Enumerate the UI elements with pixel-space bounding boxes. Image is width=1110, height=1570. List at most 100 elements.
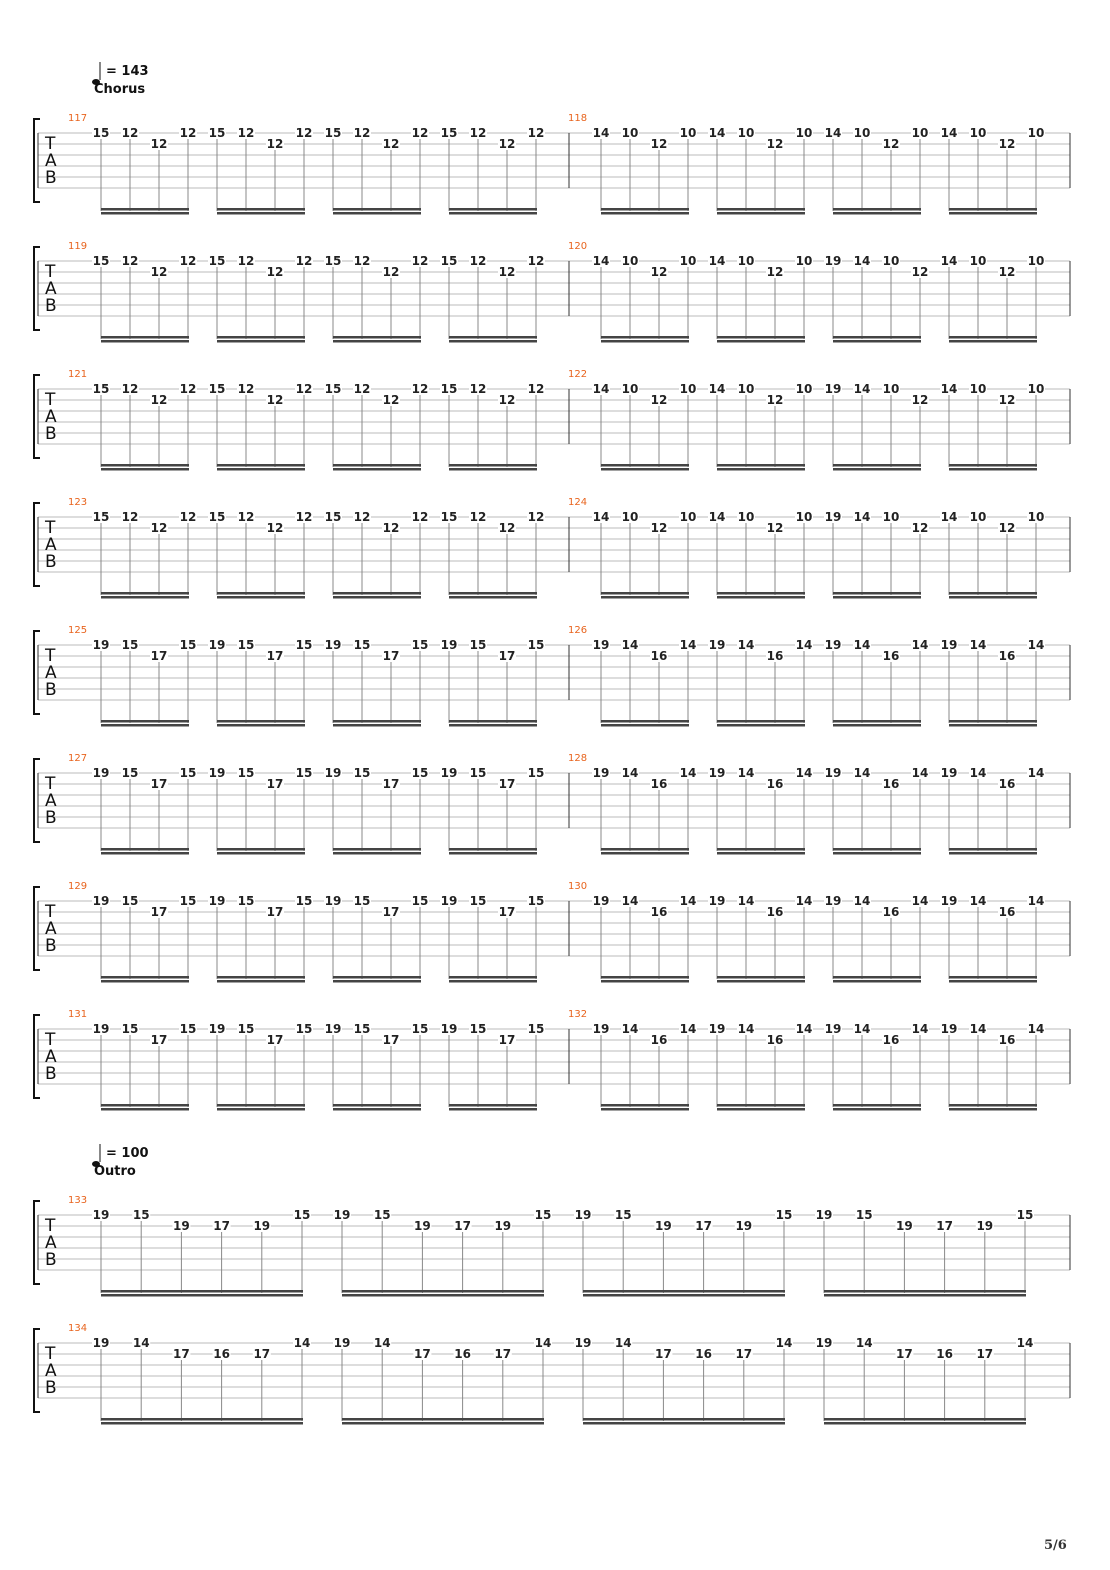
fret-backing — [1027, 255, 1045, 267]
fret-number: 12 — [767, 521, 784, 535]
fret-backing — [527, 1023, 545, 1035]
fret-number: 17 — [267, 1033, 284, 1047]
fret-number: 19 — [334, 1336, 351, 1350]
fret-number: 17 — [896, 1347, 913, 1361]
fret-number: 14 — [709, 510, 726, 524]
fret-number: 19 — [825, 510, 842, 524]
fret-backing — [824, 127, 842, 139]
fret-backing — [824, 895, 842, 907]
fret-number: 19 — [325, 766, 342, 780]
fret-number: 14 — [856, 1336, 873, 1350]
fret-number: 19 — [941, 1022, 958, 1036]
measure-number: 133 — [68, 1195, 87, 1206]
beam — [717, 340, 805, 343]
fret-backing — [382, 266, 400, 278]
fret-backing — [969, 1023, 987, 1035]
beam — [833, 468, 921, 471]
fret-number: 16 — [999, 649, 1016, 663]
measure-number: 128 — [568, 753, 587, 764]
tempo-marking: = 100 — [106, 1146, 149, 1161]
beam — [101, 724, 189, 727]
fret-backing — [237, 511, 255, 523]
fret-backing — [237, 383, 255, 395]
beam — [717, 464, 805, 467]
fret-backing — [621, 511, 639, 523]
fret-number: 15 — [354, 1022, 371, 1036]
fret-number: 10 — [883, 254, 900, 268]
fret-number: 12 — [354, 126, 371, 140]
fret-backing — [574, 1209, 592, 1221]
fret-backing — [1027, 511, 1045, 523]
fret-backing — [534, 1337, 552, 1349]
fret-number: 19 — [441, 1022, 458, 1036]
fret-backing — [208, 255, 226, 267]
beam — [833, 1108, 921, 1111]
fret-number: 12 — [651, 265, 668, 279]
fret-backing — [708, 511, 726, 523]
fret-backing — [708, 255, 726, 267]
fret-backing — [1027, 383, 1045, 395]
fret-number: 15 — [441, 254, 458, 268]
fret-backing — [324, 383, 342, 395]
fret-number: 17 — [499, 1033, 516, 1047]
fret-number: 12 — [122, 126, 139, 140]
fret-number: 16 — [767, 777, 784, 791]
fret-number: 17 — [383, 1033, 400, 1047]
beam — [333, 848, 421, 851]
fret-number: 15 — [209, 510, 226, 524]
fret-number: 12 — [499, 393, 516, 407]
beam — [949, 976, 1037, 979]
fret-number: 17 — [499, 905, 516, 919]
fret-backing — [527, 383, 545, 395]
tab-clef-letter: T — [44, 518, 56, 538]
fret-backing — [237, 127, 255, 139]
fret-backing — [824, 511, 842, 523]
fret-backing — [621, 895, 639, 907]
fret-backing — [766, 266, 784, 278]
fret-backing — [527, 511, 545, 523]
beam — [101, 596, 189, 599]
fret-backing — [295, 1023, 313, 1035]
beam — [583, 1294, 785, 1297]
fret-number: 14 — [854, 382, 871, 396]
fret-number: 17 — [383, 649, 400, 663]
fret-number: 12 — [267, 265, 284, 279]
fret-number: 15 — [209, 254, 226, 268]
fret-number: 15 — [374, 1208, 391, 1222]
fret-backing — [440, 127, 458, 139]
fret-backing — [179, 639, 197, 651]
beam — [342, 1418, 544, 1421]
fret-number: 19 — [825, 766, 842, 780]
fret-number: 15 — [180, 638, 197, 652]
fret-backing — [882, 138, 900, 150]
fret-backing — [1027, 895, 1045, 907]
fret-backing — [621, 255, 639, 267]
fret-backing — [440, 1023, 458, 1035]
fret-backing — [208, 127, 226, 139]
fret-number: 12 — [296, 510, 313, 524]
fret-number: 19 — [593, 638, 610, 652]
beam — [449, 724, 537, 727]
beam — [101, 1294, 303, 1297]
fret-backing — [411, 511, 429, 523]
beam — [717, 212, 805, 215]
fret-number: 12 — [238, 382, 255, 396]
fret-number: 17 — [936, 1219, 953, 1233]
fret-backing — [650, 778, 668, 790]
fret-backing — [679, 127, 697, 139]
fret-number: 16 — [695, 1347, 712, 1361]
fret-backing — [574, 1337, 592, 1349]
measure-number: 130 — [568, 881, 587, 892]
fret-backing — [252, 1348, 271, 1360]
fret-number: 15 — [93, 382, 110, 396]
fret-backing — [592, 511, 610, 523]
fret-backing — [940, 639, 958, 651]
fret-number: 14 — [854, 766, 871, 780]
beam — [449, 592, 537, 595]
fret-number: 15 — [238, 894, 255, 908]
fret-number: 19 — [709, 638, 726, 652]
beam — [717, 596, 805, 599]
tab-clef-letter: A — [45, 663, 57, 683]
fret-number: 12 — [267, 393, 284, 407]
fret-number: 15 — [354, 894, 371, 908]
